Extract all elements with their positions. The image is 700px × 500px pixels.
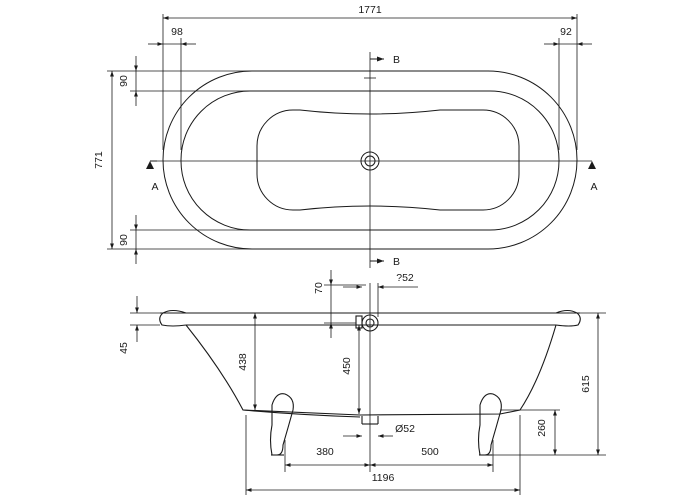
tub-bottom-curve xyxy=(242,409,361,418)
top-view: A A B B 1771 98 92 771 90 xyxy=(93,4,598,268)
overflow-height-label: 70 xyxy=(313,282,325,294)
rim-thickness-label: 45 xyxy=(118,342,130,354)
section-b-top-label: B xyxy=(393,54,400,66)
waste-diameter-label: Ø52 xyxy=(395,423,415,435)
feet-spacing-label: 1196 xyxy=(372,472,395,484)
section-a-left-arrow xyxy=(146,161,154,169)
overall-length-label: 1771 xyxy=(358,4,382,16)
tub-basin-outline xyxy=(256,109,520,211)
left-offset-label: 98 xyxy=(171,26,183,38)
section-a-right-arrow xyxy=(588,161,596,169)
side-view: 70 ?52 45 438 450 615 260 Ø52 xyxy=(118,270,606,495)
left-rim-roll xyxy=(159,309,187,327)
overall-height-label: 615 xyxy=(580,375,592,393)
section-a-left-label: A xyxy=(151,181,158,193)
right-rim-roll xyxy=(555,309,581,327)
right-foot xyxy=(477,393,502,456)
overflow-diameter-label: ?52 xyxy=(396,272,414,284)
rim-top-label: 90 xyxy=(118,75,130,87)
overall-width-label: 771 xyxy=(93,151,105,169)
foot-height-label: 260 xyxy=(536,419,548,437)
right-offset-label: 92 xyxy=(560,26,572,38)
section-b-bottom-label: B xyxy=(393,256,400,268)
inner-depth-left-label: 438 xyxy=(237,353,249,371)
waste-to-right-label: 500 xyxy=(421,446,439,458)
inner-depth-center-label: 450 xyxy=(341,357,353,375)
left-to-waste-label: 380 xyxy=(316,446,334,458)
section-a-right-label: A xyxy=(590,181,597,193)
rim-bottom-label: 90 xyxy=(118,234,130,246)
tub-body-outline xyxy=(185,324,557,416)
left-foot xyxy=(269,393,294,456)
